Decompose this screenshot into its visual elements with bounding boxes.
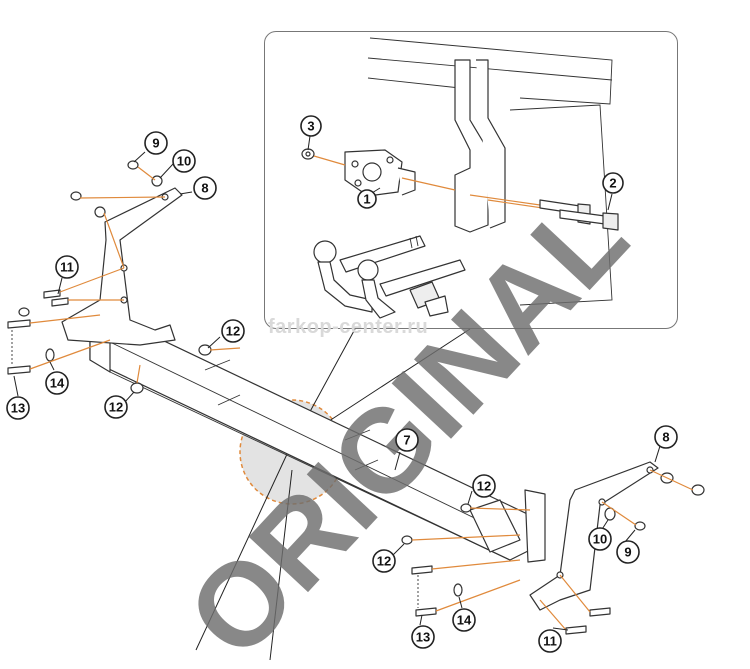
svg-text:9: 9	[152, 136, 159, 151]
svg-text:12: 12	[377, 554, 391, 569]
right-fasteners	[401, 472, 705, 635]
inset-dash-3	[313, 155, 346, 166]
svg-text:8: 8	[201, 181, 208, 196]
callout-11-left: 11	[55, 255, 79, 279]
callout-8-left: 8	[193, 176, 217, 200]
svg-text:9: 9	[624, 545, 631, 560]
svg-text:3: 3	[307, 119, 314, 134]
callout-12-right-bottom: 12	[372, 549, 396, 573]
callout-14-right: 14	[452, 608, 476, 632]
svg-text:7: 7	[403, 433, 410, 448]
washer-14-right	[453, 583, 463, 597]
svg-text:13: 13	[11, 401, 25, 416]
nut-12-left-bottom	[130, 382, 144, 394]
callout-9-right: 9	[616, 540, 640, 564]
inset-vehicle-frame	[367, 37, 613, 306]
nut-9-left	[127, 160, 139, 170]
callout-10-left: 10	[172, 149, 196, 173]
svg-text:1: 1	[363, 192, 370, 207]
bolt-11-left-a	[43, 289, 61, 299]
callout-leaders	[13, 135, 661, 631]
callout-9-left: 9	[144, 131, 168, 155]
callout-8-right: 8	[654, 425, 678, 449]
svg-text:10: 10	[593, 532, 607, 547]
left-fasteners	[7, 160, 212, 394]
left-bracket-8	[61, 187, 183, 346]
callout-10-right: 10	[588, 527, 612, 551]
left-nut-top	[70, 191, 82, 201]
bolt-11-right-a	[589, 607, 611, 617]
callout-12-right-top: 12	[472, 474, 496, 498]
nut-12-right-bottom	[401, 535, 413, 545]
nut-12-right-top	[460, 503, 472, 513]
bolt-13-left-top	[7, 319, 31, 329]
callout-7: 7	[395, 428, 419, 452]
callout-2: 2	[602, 172, 624, 194]
left-dash-lines	[11, 166, 241, 384]
svg-text:13: 13	[416, 630, 430, 645]
svg-text:14: 14	[50, 376, 65, 391]
left-washer-top	[94, 206, 106, 218]
svg-text:12: 12	[477, 479, 491, 494]
nut-left-mid	[18, 307, 30, 317]
inset-dash-1	[401, 177, 456, 191]
callout-13-right: 13	[411, 625, 435, 649]
callout-13-left: 13	[6, 396, 30, 420]
bolt-13-left-bottom	[7, 365, 31, 375]
inset-dash-2a	[469, 194, 541, 206]
right-nut-top	[691, 484, 705, 496]
inset-nut-3	[301, 148, 315, 160]
svg-text:2: 2	[609, 176, 616, 191]
callout-12-left-bottom: 12	[104, 395, 128, 419]
callout-11-right: 11	[538, 629, 562, 653]
svg-text:8: 8	[662, 430, 669, 445]
nut-9-right	[634, 521, 646, 531]
svg-text:11: 11	[60, 260, 74, 275]
inset-bolts-2	[539, 199, 619, 231]
bolt-11-left-b	[51, 297, 69, 307]
bolt-11-right-b	[565, 625, 587, 635]
washer-10-left	[151, 175, 163, 187]
bolt-13-right-top	[411, 565, 433, 575]
bolt-13-right-bottom	[415, 607, 437, 617]
svg-text:10: 10	[177, 154, 191, 169]
callout-12-left-top: 12	[221, 319, 245, 343]
right-dash-lines	[411, 469, 694, 631]
callout-1: 1	[357, 189, 377, 209]
inset-socket-plate	[344, 149, 416, 197]
inset-tow-ball-neck	[313, 235, 466, 319]
svg-text:12: 12	[226, 324, 240, 339]
callout-3: 3	[300, 115, 322, 137]
site-watermark: farkop-center.ru	[268, 316, 429, 338]
svg-text:12: 12	[109, 400, 123, 415]
svg-text:14: 14	[457, 613, 472, 628]
svg-text:11: 11	[543, 634, 557, 649]
callout-14-left: 14	[45, 371, 69, 395]
washer-14-left	[45, 348, 55, 362]
